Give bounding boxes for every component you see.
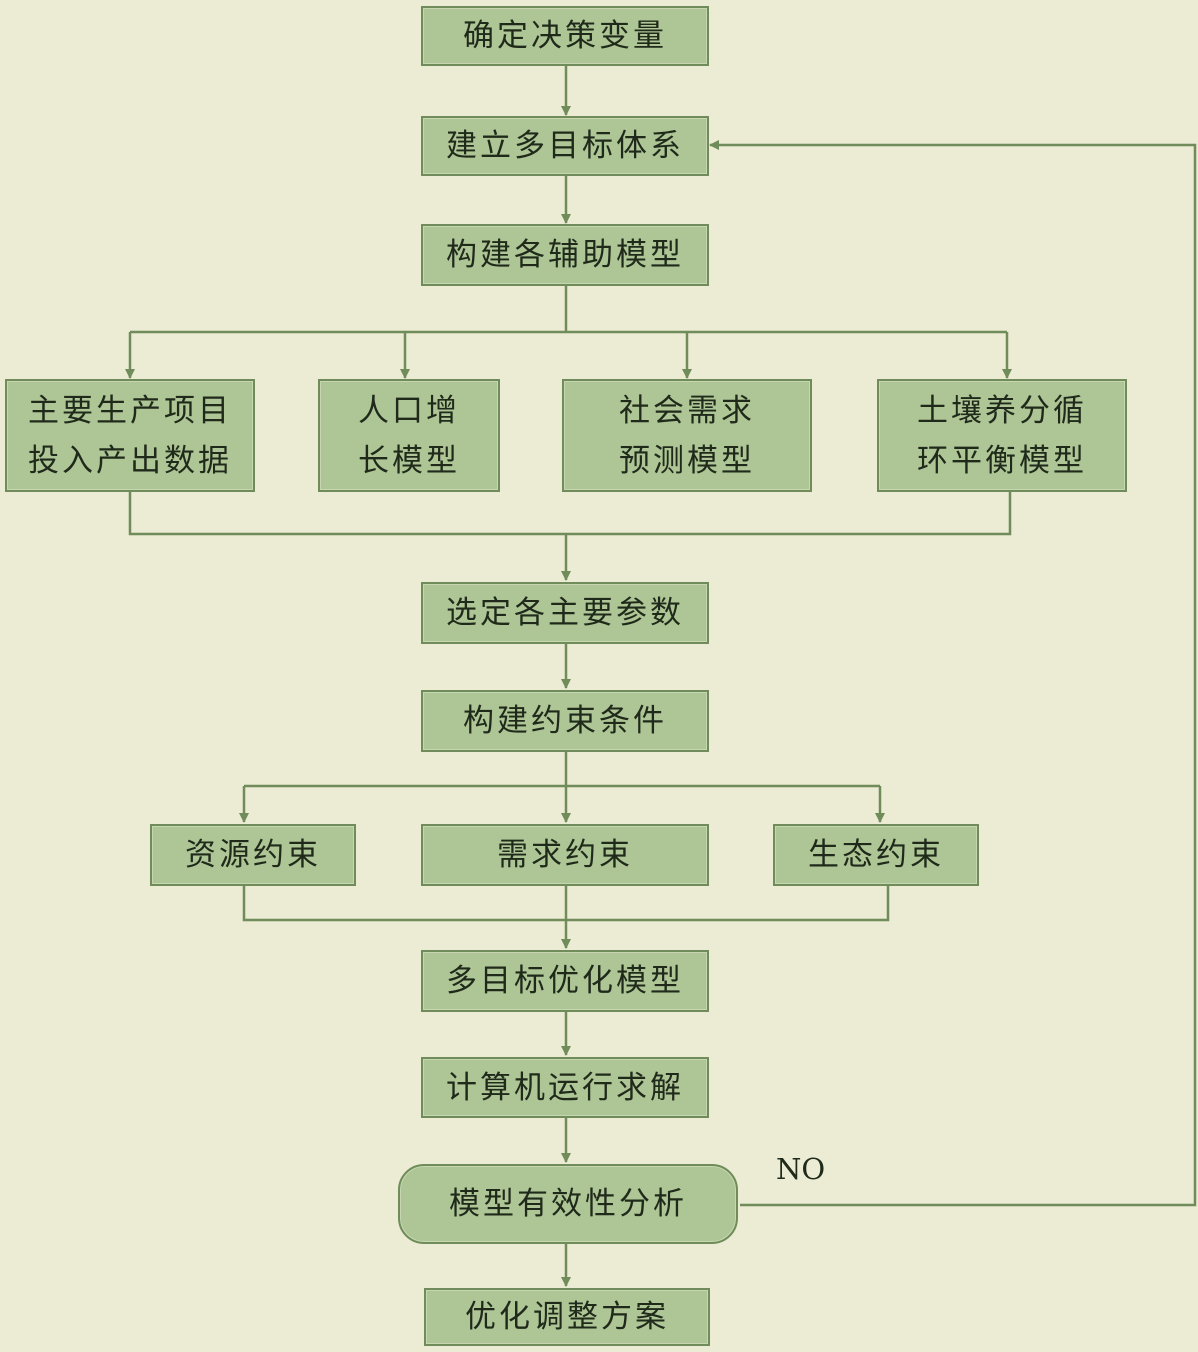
node-computer-solve: 计算机运行求解 xyxy=(421,1057,709,1118)
node-select-parameters: 选定各主要参数 xyxy=(421,582,709,644)
node-population-model: 人口增 长模型 xyxy=(318,379,500,492)
node-soil-nutrient-model: 土壤养分循 环平衡模型 xyxy=(877,379,1127,492)
node-optimize-plan: 优化调整方案 xyxy=(424,1288,710,1346)
arrow-no-feedback-loop xyxy=(709,140,1197,1207)
node-build-constraints: 构建约束条件 xyxy=(421,690,709,752)
node-production-data: 主要生产项目 投入产出数据 xyxy=(5,379,255,492)
node-auxiliary-models: 构建各辅助模型 xyxy=(421,224,709,286)
node-demand-forecast-model: 社会需求 预测模型 xyxy=(562,379,812,492)
no-label: NO xyxy=(776,1152,826,1186)
node-decision-variables: 确定决策变量 xyxy=(421,6,709,66)
line-merge-models xyxy=(128,492,1012,536)
node-objective-system: 建立多目标体系 xyxy=(421,116,709,176)
node-resource-constraint: 资源约束 xyxy=(150,824,356,886)
node-ecology-constraint: 生态约束 xyxy=(773,824,979,886)
node-model-validity-analysis: 模型有效性分析 xyxy=(398,1164,738,1244)
node-demand-constraint: 需求约束 xyxy=(421,824,709,886)
node-multi-objective-model: 多目标优化模型 xyxy=(421,950,709,1012)
